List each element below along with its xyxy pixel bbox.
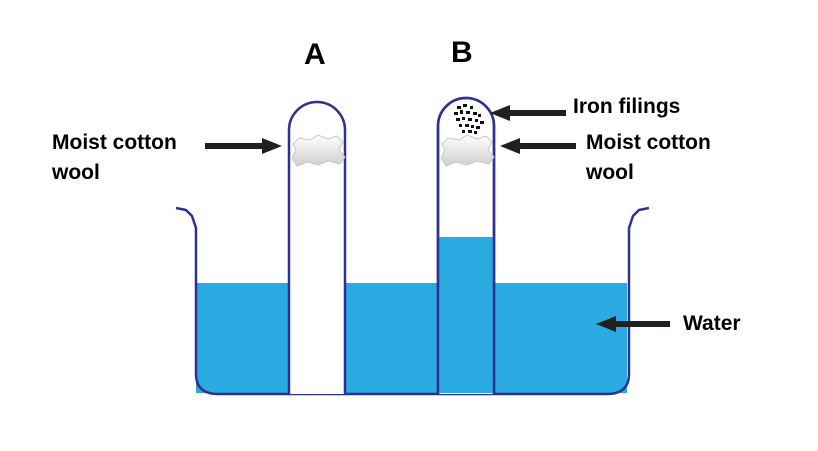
moist-cotton-wool-label-left: Moist cotton wool [52,128,177,188]
water-label: Water [683,312,741,335]
arrow-to-iron-filings [490,105,566,121]
arrow-to-water [596,316,670,332]
tube-a-label: A [304,38,326,71]
trough [175,206,650,396]
moist-cotton-left-line1: Moist cotton [52,131,177,154]
test-tube-a [287,100,347,394]
tube-b-cotton [440,134,495,167]
moist-cotton-right-line1: Moist cotton [586,131,711,154]
tube-a-cotton [291,134,346,167]
tube-a-body [287,100,347,394]
tube-b-label: B [451,36,473,69]
arrow-to-cotton-b [500,138,576,154]
arrow-to-cotton-a [205,138,282,154]
moist-cotton-wool-label-right: Moist cotton wool [586,128,711,188]
iron-filings-label: Iron filings [573,95,681,118]
tube-b-water [439,237,493,393]
trough-water [196,283,627,393]
iron-filings [454,104,484,134]
moist-cotton-left-line2: wool [52,161,100,184]
tube-b-outline [436,96,496,394]
moist-cotton-right-line2: wool [586,161,634,184]
test-tube-b [436,96,496,394]
